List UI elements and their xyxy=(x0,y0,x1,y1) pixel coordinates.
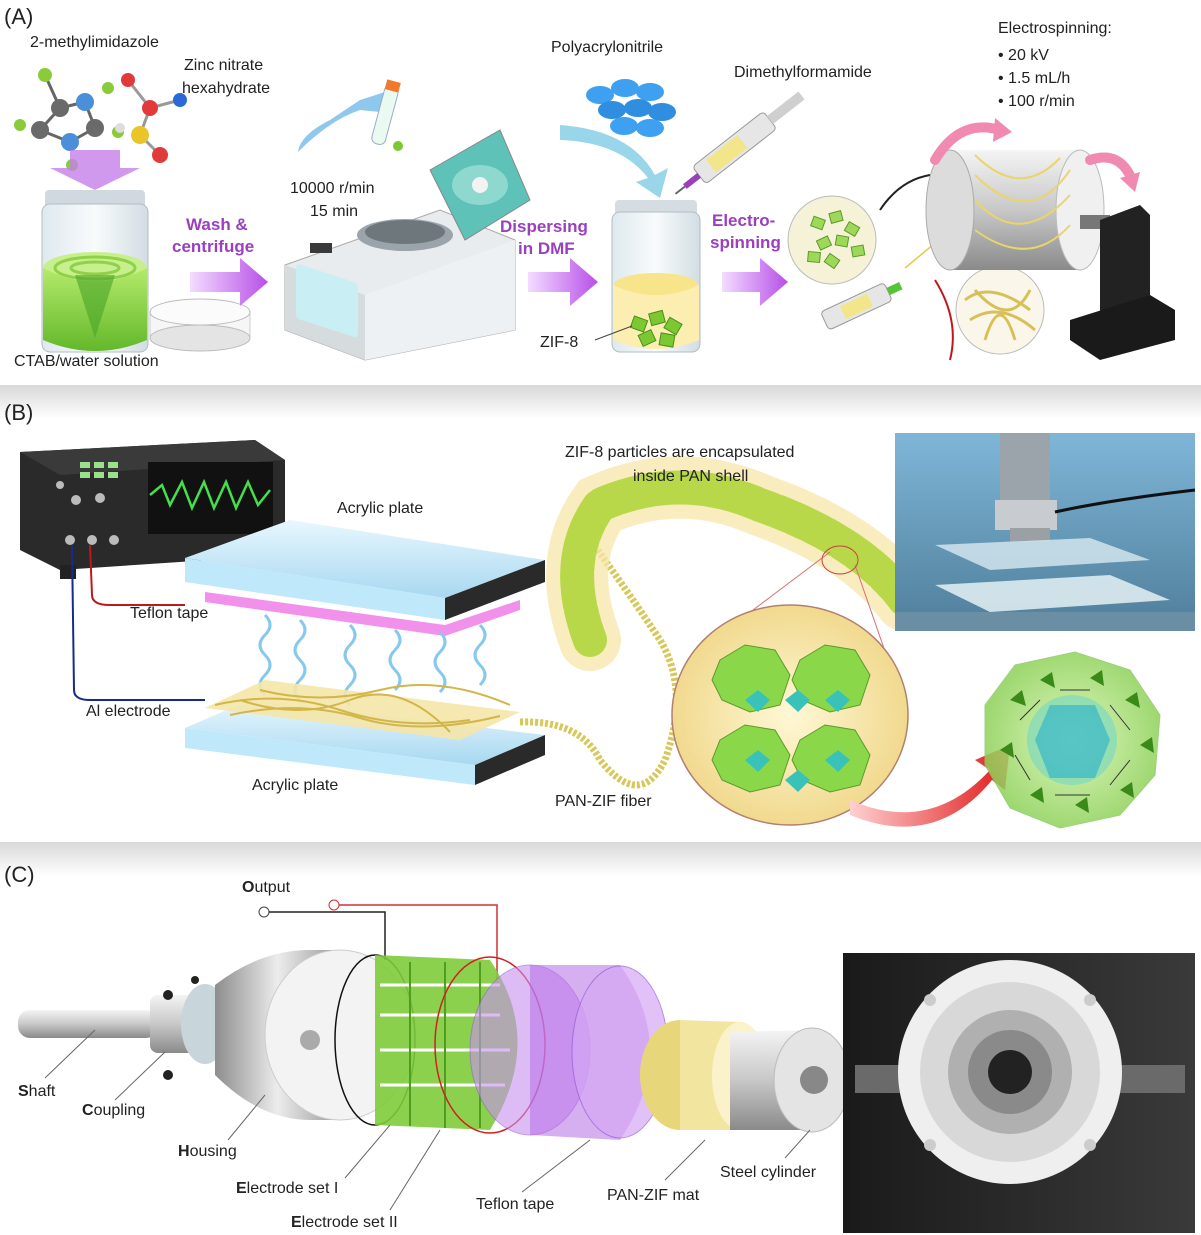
zif-pointer xyxy=(594,325,633,341)
leader-lines xyxy=(44,1029,811,1211)
part-coupling-rest: oupling xyxy=(94,1102,146,1119)
output-label: Output xyxy=(242,879,291,896)
disperse-label-2: in DMF xyxy=(518,239,575,258)
es-title: Electrospinning: xyxy=(998,20,1112,37)
part-electrode-set-1-initial: E xyxy=(236,1180,247,1197)
pan-pellets xyxy=(586,79,676,137)
electrospin-label-2: spinning xyxy=(710,233,781,252)
panel-c: (C) Output xyxy=(4,862,1195,1233)
red-wire xyxy=(89,544,185,606)
reaction-jar xyxy=(41,190,149,353)
wash-arrow-icon xyxy=(190,258,268,306)
panel-a-tag: (A) xyxy=(4,4,33,29)
output-rest: utput xyxy=(254,879,290,896)
centrifuge xyxy=(284,129,531,361)
top-acrylic-plate xyxy=(185,520,545,636)
shaft xyxy=(18,1010,158,1038)
part-electrode-set-2-initial: E xyxy=(291,1214,302,1231)
motor-stand xyxy=(1070,205,1175,360)
tengs-device-photo xyxy=(843,953,1195,1233)
part-teflon-tape-text: Teflon tape xyxy=(476,1196,554,1213)
spinneret-syringe xyxy=(821,282,903,330)
zif-crystal-zoom xyxy=(671,604,909,826)
wash-label-2: centrifuge xyxy=(172,237,254,256)
zif-particles-zoom xyxy=(787,195,877,285)
part-housing-rest: ousing xyxy=(190,1143,237,1160)
steel-cylinder xyxy=(730,1027,851,1133)
separator-bc xyxy=(0,842,1201,876)
encap-label-2: inside PAN shell xyxy=(633,468,748,485)
zinc-label-1: Zinc nitrate xyxy=(184,57,263,74)
part-pan-zif-mat: PAN-ZIF mat xyxy=(607,1187,700,1204)
wash-label-1: Wash & xyxy=(186,215,248,234)
output-initial: O xyxy=(242,879,254,896)
dmf-label: Dimethylformamide xyxy=(734,64,872,81)
solution-jar xyxy=(611,200,701,353)
zoom-marker xyxy=(821,545,859,575)
disperse-label-1: Dispersing xyxy=(500,217,588,236)
zif-cage-structure xyxy=(984,651,1161,829)
teflon-label: Teflon tape xyxy=(130,605,208,622)
speed-label: 10000 r/min xyxy=(290,180,375,197)
voltage-wire xyxy=(934,279,954,361)
pan-zif-fiber-strand xyxy=(519,537,680,789)
panel-c-tag: (C) xyxy=(4,862,35,887)
part-electrode-set-2: Electrode set II xyxy=(291,1214,398,1231)
zinc-label-2: hexahydrate xyxy=(182,80,270,97)
es-rotation: • 100 r/min xyxy=(998,93,1075,110)
part-teflon-tape: Teflon tape xyxy=(476,1196,554,1213)
pan-arrow-icon xyxy=(560,125,668,198)
panel-b-tag: (B) xyxy=(4,400,33,425)
time-label: 15 min xyxy=(310,203,358,220)
part-electrode-set-1-rest: lectrode set I xyxy=(247,1180,339,1197)
electrospin-label-1: Electro- xyxy=(712,211,775,230)
glove-with-tube xyxy=(298,79,403,152)
bottom-acrylic-plate xyxy=(185,680,545,785)
acrylic-top-label: Acrylic plate xyxy=(337,500,423,517)
part-shaft: Shaft xyxy=(18,1083,56,1100)
es-voltage: • 20 kV xyxy=(998,47,1049,64)
blue-wire xyxy=(71,544,205,701)
part-coupling-initial: C xyxy=(82,1102,94,1119)
part-shaft-initial: S xyxy=(18,1083,29,1100)
charge-transfer-lines xyxy=(258,613,487,707)
petri-dish xyxy=(149,298,251,352)
part-electrode-set-1: Electrode set I xyxy=(236,1180,338,1197)
disperse-arrow-icon xyxy=(528,258,598,306)
oscilloscope xyxy=(20,440,285,579)
part-coupling: Coupling xyxy=(82,1102,145,1119)
fiber-web-zoom xyxy=(955,265,1045,355)
acrylic-bottom-label: Acrylic plate xyxy=(252,777,338,794)
teflon-tape-ring xyxy=(469,964,669,1140)
output-wire-black xyxy=(269,911,386,960)
methylimidazole-label: 2-methylimidazole xyxy=(30,34,159,51)
dmf-syringe xyxy=(674,91,805,195)
separator-ab xyxy=(0,385,1201,419)
electrospin-arrow-icon xyxy=(722,258,788,306)
part-electrode-set-2-rest: lectrode set II xyxy=(302,1214,398,1231)
panel-a: (A) 2-methylimidazole xyxy=(4,4,1175,370)
al-electrode-label: Al electrode xyxy=(86,703,171,720)
panel-b: (B) Acrylic plate Teflo xyxy=(4,400,1196,829)
test-rig-photo xyxy=(895,433,1196,631)
output-terminal-red xyxy=(328,899,340,911)
part-shaft-rest: haft xyxy=(29,1083,56,1100)
fiber-label: PAN-ZIF fiber xyxy=(555,793,652,810)
ctab-label: CTAB/water solution xyxy=(14,353,159,370)
encap-label-1: ZIF-8 particles are encapsulated xyxy=(565,444,794,461)
es-flow-rate: • 1.5 mL/h xyxy=(998,70,1070,87)
part-housing: Housing xyxy=(178,1143,237,1160)
part-steel-cylinder-text: Steel cylinder xyxy=(720,1164,817,1181)
part-steel-cylinder: Steel cylinder xyxy=(720,1164,817,1181)
output-terminal-black xyxy=(258,906,270,918)
zif-label: ZIF-8 xyxy=(540,334,578,351)
pan-label: Polyacrylonitrile xyxy=(551,39,663,56)
zinc-nitrate-molecule xyxy=(115,73,187,163)
part-pan-zif-mat-text: PAN-ZIF mat xyxy=(607,1187,700,1204)
mix-arrow-icon xyxy=(50,150,140,190)
ground-wire xyxy=(879,174,931,211)
part-housing-initial: H xyxy=(178,1143,190,1160)
